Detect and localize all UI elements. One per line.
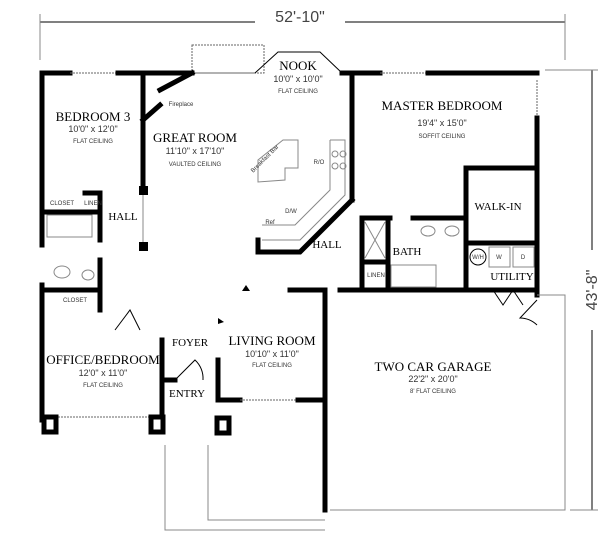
room-name-living: LIVING ROOM bbox=[228, 333, 315, 348]
room-size-living: 10'10" x 11'0" bbox=[245, 349, 299, 359]
room-size-nook: 10'0" x 10'0" bbox=[273, 74, 322, 84]
room-size-great-room: 11'10" x 17'10" bbox=[166, 146, 225, 156]
room-size-bedroom3: 10'0" x 12'0" bbox=[68, 124, 117, 134]
label-closet-1: CLOSET bbox=[50, 201, 74, 207]
width-dimension: 52'-10" bbox=[275, 9, 325, 26]
label-range: R/O bbox=[314, 160, 325, 166]
room-ceiling-master: SOFFIT CEILING bbox=[419, 134, 466, 140]
room-size-office: 12'0" x 11'0" bbox=[79, 368, 128, 378]
label-fridge: Ref bbox=[265, 220, 275, 226]
room-name-master: MASTER BEDROOM bbox=[382, 98, 503, 113]
room-ceiling-living: FLAT CEILING bbox=[252, 363, 292, 369]
walls bbox=[39, 44, 566, 531]
label-fireplace: Fireplace bbox=[169, 102, 194, 108]
room-ceiling-bedroom3: FLAT CEILING bbox=[73, 139, 113, 145]
room-name-office: OFFICE/BEDROOM bbox=[46, 352, 160, 367]
label-dishwasher: D/W bbox=[285, 209, 297, 215]
room-size-garage: 22'2" x 20'0" bbox=[408, 374, 457, 384]
label-foyer: FOYER bbox=[172, 337, 209, 349]
label-washer: W bbox=[496, 255, 502, 261]
label-linen-1: LINEN bbox=[84, 201, 102, 207]
label-walk-in: WALK-IN bbox=[474, 201, 521, 213]
label-closet-2: CLOSET bbox=[63, 298, 87, 304]
label-hall-left: HALL bbox=[108, 211, 138, 223]
label-entry: ENTRY bbox=[169, 388, 205, 400]
label-bath: BATH bbox=[393, 246, 422, 258]
room-ceiling-great-room: VAULTED CEILING bbox=[169, 162, 222, 168]
room-name-garage: TWO CAR GARAGE bbox=[375, 359, 492, 374]
dimension-lines bbox=[39, 14, 598, 511]
room-name-bedroom3: BEDROOM 3 bbox=[56, 109, 131, 124]
label-utility: UTILITY bbox=[490, 271, 533, 283]
label-dryer: D bbox=[521, 255, 526, 261]
room-name-great-room: GREAT ROOM bbox=[153, 130, 237, 145]
room-ceiling-nook: FLAT CEILING bbox=[278, 89, 318, 95]
label-water-heater: W/H bbox=[472, 255, 484, 261]
label-breakfast-bar: Breakfast Bar bbox=[250, 144, 280, 174]
room-ceiling-garage: 8' FLAT CEILING bbox=[410, 389, 456, 395]
room-name-nook: NOOK bbox=[279, 58, 317, 73]
label-linen-2: LINEN bbox=[367, 273, 385, 279]
room-size-master: 19'4" x 15'0" bbox=[417, 118, 466, 128]
label-hall-right: HALL bbox=[312, 239, 342, 251]
room-ceiling-office: FLAT CEILING bbox=[83, 383, 123, 389]
depth-dimension: 43'-8" bbox=[584, 270, 600, 311]
